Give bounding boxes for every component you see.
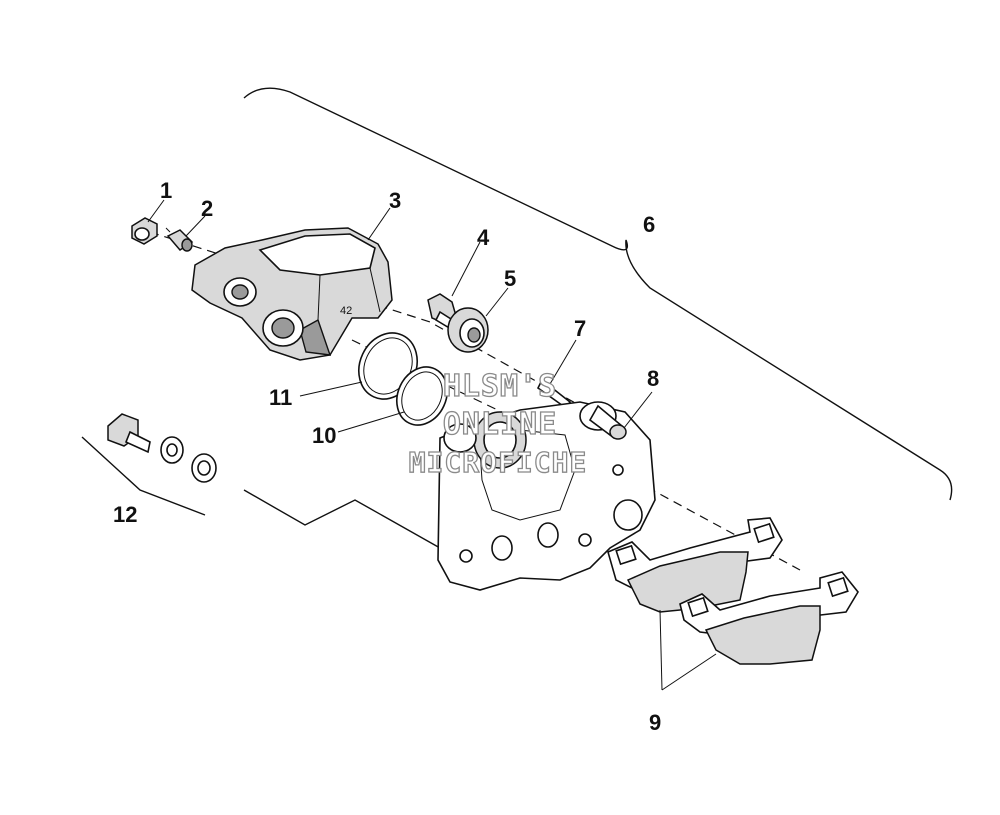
part-3-caliper-body: 42 bbox=[191, 227, 393, 361]
part-5-piston-seal bbox=[447, 307, 489, 353]
watermark-line-1: HLSM'S bbox=[443, 369, 557, 404]
callout-5: 5 bbox=[504, 266, 516, 291]
callout-3: 3 bbox=[389, 188, 401, 213]
part-8-guide-pin bbox=[579, 401, 627, 440]
mounting-bracket bbox=[437, 401, 656, 591]
callout-1: 1 bbox=[160, 178, 172, 203]
leader-lines bbox=[147, 199, 717, 691]
callout-8: 8 bbox=[647, 366, 659, 391]
caliper-marking: 42 bbox=[340, 305, 352, 317]
callout-4: 4 bbox=[477, 225, 490, 250]
callout-6: 6 bbox=[643, 212, 655, 237]
callout-10: 10 bbox=[312, 423, 336, 448]
assembly-bracket-6 bbox=[243, 87, 953, 501]
callout-2: 2 bbox=[201, 196, 213, 221]
bracket-12 bbox=[81, 436, 206, 516]
part-2-bleed-screw bbox=[165, 227, 194, 252]
watermark-line-3: MICROFICHE bbox=[409, 446, 588, 479]
part-12-bolt-and-washers bbox=[107, 413, 217, 483]
part-9-brake-pad-rear bbox=[607, 517, 783, 613]
part-1-cap bbox=[131, 217, 158, 245]
part-10-small-oring bbox=[396, 366, 448, 426]
callout-9: 9 bbox=[649, 710, 661, 735]
callout-12: 12 bbox=[113, 502, 137, 527]
callout-7: 7 bbox=[574, 316, 586, 341]
callout-11: 11 bbox=[269, 385, 292, 410]
watermark-line-2: ONLINE bbox=[443, 407, 557, 442]
part-9-brake-pad-front bbox=[679, 571, 859, 665]
assembly-step-line bbox=[243, 489, 441, 549]
